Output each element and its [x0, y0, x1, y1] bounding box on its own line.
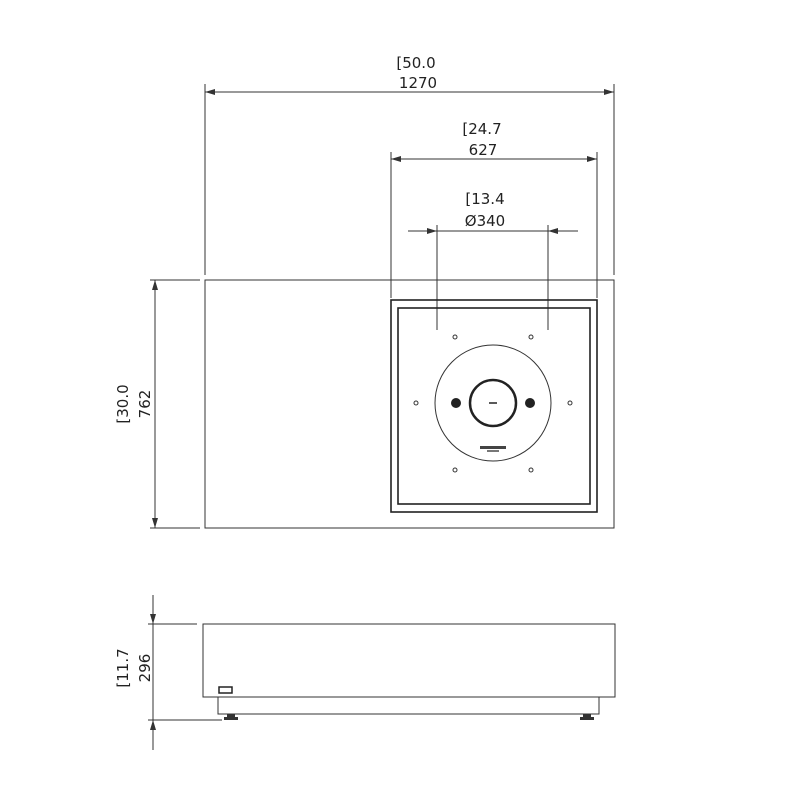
foot [580, 714, 594, 720]
burner-width-mm: 627 [469, 141, 498, 159]
width-inches: [50.0 [396, 54, 435, 72]
width-dimension: [50.0 1270 [204, 54, 615, 275]
side-view [202, 623, 616, 720]
logo-mark [480, 446, 506, 449]
knob [525, 398, 535, 408]
depth-inches: [30.0 [114, 384, 132, 423]
burner-width-dimension: [24.7 627 [390, 120, 598, 298]
depth-dimension: [30.0 762 [114, 279, 200, 529]
burner-diameter-mm: Ø340 [465, 212, 505, 230]
burner-frame-outer [390, 299, 598, 513]
foot [224, 714, 238, 720]
width-mm: 1270 [399, 74, 437, 92]
burner-plate [434, 344, 552, 462]
burner-width-inches: [24.7 [462, 120, 501, 138]
top-view [204, 279, 615, 529]
depth-mm: 762 [136, 390, 154, 419]
burner-frame-inner [397, 307, 591, 505]
height-mm: 296 [136, 654, 154, 683]
switch-icon [218, 686, 233, 694]
knob [451, 398, 461, 408]
burner-diameter-dimension: [13.4 Ø340 [408, 190, 578, 330]
height-dimension: [11.7 296 [114, 595, 222, 750]
burner-diameter-inches: [13.4 [465, 190, 504, 208]
burner-ring [468, 378, 518, 428]
height-inches: [11.7 [114, 648, 132, 687]
